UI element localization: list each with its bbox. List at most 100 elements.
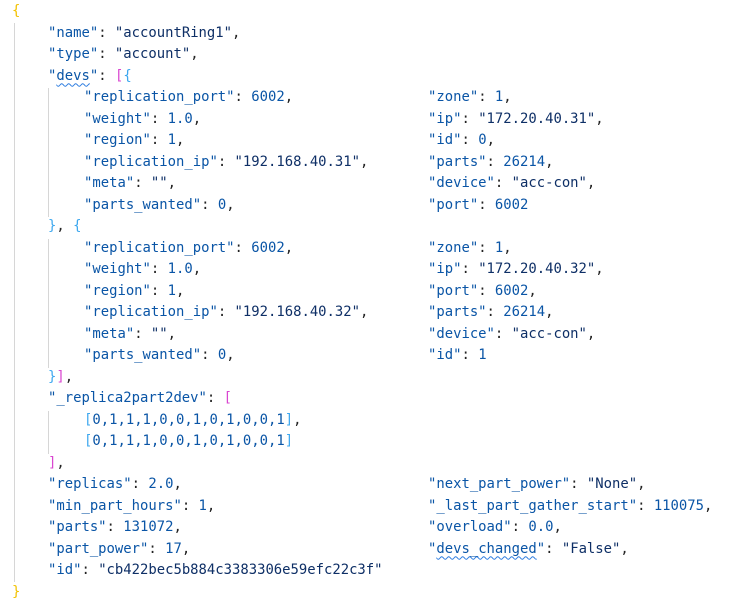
code-token: : bbox=[150, 261, 168, 277]
code-left-column: ], bbox=[48, 453, 65, 475]
code-token: , bbox=[181, 540, 191, 557]
code-token: "172.20.40.32" bbox=[478, 261, 596, 277]
code-token: : bbox=[217, 304, 235, 320]
code-token: [ bbox=[84, 411, 93, 428]
code-token: : bbox=[461, 261, 479, 277]
code-token: : bbox=[234, 239, 252, 256]
code-token: { bbox=[12, 3, 21, 19]
code-right-column: "id": 0, bbox=[428, 130, 495, 152]
code-token: "acc-con" bbox=[511, 175, 587, 191]
code-right-column: "ip": "172.20.40.32", bbox=[428, 259, 604, 281]
code-token: "region" bbox=[84, 282, 151, 299]
code-line: "meta": "","device": "acc-con", bbox=[0, 173, 747, 195]
code-left-column: "replication_port": 6002, bbox=[84, 238, 293, 260]
code-line: "weight": 1.0, "ip": "172.20.40.32", bbox=[0, 259, 747, 281]
code-token: , bbox=[503, 89, 512, 105]
code-left-column: "weight": 1.0, bbox=[84, 259, 201, 281]
code-token: : bbox=[478, 282, 495, 299]
code-token: "meta" bbox=[84, 175, 135, 191]
code-token: , bbox=[206, 497, 216, 514]
code-right-column: "overload": 0.0, bbox=[428, 517, 562, 539]
code-right-column: "port": 6002, bbox=[428, 281, 537, 303]
code-left-column: "replication_ip": "192.168.40.31", bbox=[84, 152, 368, 174]
code-token: } bbox=[12, 583, 21, 600]
code-token: 0 bbox=[478, 132, 487, 148]
code-token: 110075 bbox=[653, 497, 704, 514]
code-left-column: "parts_wanted": 0, bbox=[84, 195, 235, 217]
code-token: "replication_port" bbox=[84, 89, 235, 105]
code-token: : bbox=[461, 132, 479, 148]
code-token: , bbox=[226, 196, 235, 213]
code-line: } bbox=[0, 582, 747, 604]
code-token: "replicas" bbox=[48, 476, 132, 492]
code-token: 2.0 bbox=[148, 476, 174, 492]
code-line: "region": 1,"id": 0, bbox=[0, 130, 747, 152]
code-line: { bbox=[0, 1, 747, 23]
code-token: "parts" bbox=[48, 519, 107, 535]
code-token: 1 bbox=[478, 347, 487, 363]
code-token: , bbox=[553, 519, 562, 535]
code-token: : bbox=[478, 89, 495, 105]
code-token: : bbox=[98, 24, 115, 41]
code-token: "" bbox=[150, 325, 168, 342]
code-token: "weight" bbox=[84, 261, 151, 277]
code-token: ] bbox=[284, 411, 294, 428]
code-token: , bbox=[232, 24, 241, 41]
code-right-column: "device": "acc-con", bbox=[428, 324, 595, 346]
code-token: : bbox=[478, 196, 495, 213]
code-token: , bbox=[64, 368, 74, 385]
code-left-column: "_replica2part2dev": [ bbox=[48, 388, 232, 410]
code-line: "min_part_hours": 1,"_last_part_gather_s… bbox=[0, 496, 747, 518]
code-token: 6002 bbox=[494, 196, 529, 213]
code-token: } bbox=[48, 218, 57, 234]
code-token: "id" bbox=[428, 132, 462, 148]
code-token: } bbox=[48, 368, 57, 385]
code-token: " bbox=[89, 67, 99, 84]
code-right-column: "port": 6002 bbox=[428, 195, 528, 217]
code-line: "_replica2part2dev": [ bbox=[0, 388, 747, 410]
code-token: : bbox=[98, 67, 115, 84]
code-token: , bbox=[586, 175, 596, 191]
code-token: { bbox=[123, 67, 132, 84]
code-token: : bbox=[494, 175, 512, 191]
code-token: , bbox=[595, 261, 604, 277]
code-token: , bbox=[176, 282, 185, 299]
code-token: , bbox=[620, 540, 629, 557]
code-line: "region": 1, "port": 6002, bbox=[0, 281, 747, 303]
code-token: : bbox=[217, 153, 235, 170]
code-token: 26214 bbox=[503, 304, 546, 320]
code-token: , bbox=[173, 476, 182, 492]
indent-guide bbox=[48, 411, 49, 454]
code-token: : bbox=[637, 497, 654, 514]
code-right-column: "zone": 1, bbox=[428, 238, 512, 260]
spellcheck-flagged-token: devs bbox=[56, 67, 90, 84]
code-left-column: }, { bbox=[48, 216, 81, 238]
code-line: }, { bbox=[0, 216, 747, 238]
code-token: "replication_ip" bbox=[84, 153, 218, 170]
code-token: : bbox=[478, 239, 495, 256]
code-line: "replicas": 2.0,"next_part_power": "None… bbox=[0, 474, 747, 496]
code-token: "cb422bec5b884c3383306e59efc22c3f" bbox=[98, 562, 383, 578]
code-left-column: "part_power": 17, bbox=[48, 539, 190, 561]
code-left-column: [0,1,1,1,0,0,1,0,1,0,0,1], bbox=[84, 410, 301, 432]
code-right-column: "parts": 26214, bbox=[428, 152, 553, 174]
code-token: : bbox=[486, 153, 504, 170]
code-token: , bbox=[173, 519, 182, 535]
code-token: 1.0 bbox=[167, 110, 193, 127]
code-token: 1 bbox=[167, 282, 177, 299]
code-left-column: "replication_port": 6002, bbox=[84, 87, 293, 109]
code-token: 6002 bbox=[251, 89, 285, 105]
code-token: , bbox=[545, 304, 554, 320]
code-line: ], bbox=[0, 453, 747, 475]
code-token: "device" bbox=[428, 175, 495, 191]
code-right-column: "ip": "172.20.40.31", bbox=[428, 109, 604, 131]
code-line: [0,1,1,1,0,0,1,0,1,0,0,1] bbox=[0, 431, 747, 453]
code-line: "weight": 1.0,"ip": "172.20.40.31", bbox=[0, 109, 747, 131]
code-line: "id": "cb422bec5b884c3383306e59efc22c3f" bbox=[0, 560, 747, 582]
code-line: "parts_wanted": 0, "port": 6002 bbox=[0, 195, 747, 217]
code-token: [ bbox=[84, 433, 93, 449]
indent-guide bbox=[14, 23, 15, 582]
code-token: 1 bbox=[494, 89, 504, 105]
code-token: , bbox=[56, 454, 65, 471]
